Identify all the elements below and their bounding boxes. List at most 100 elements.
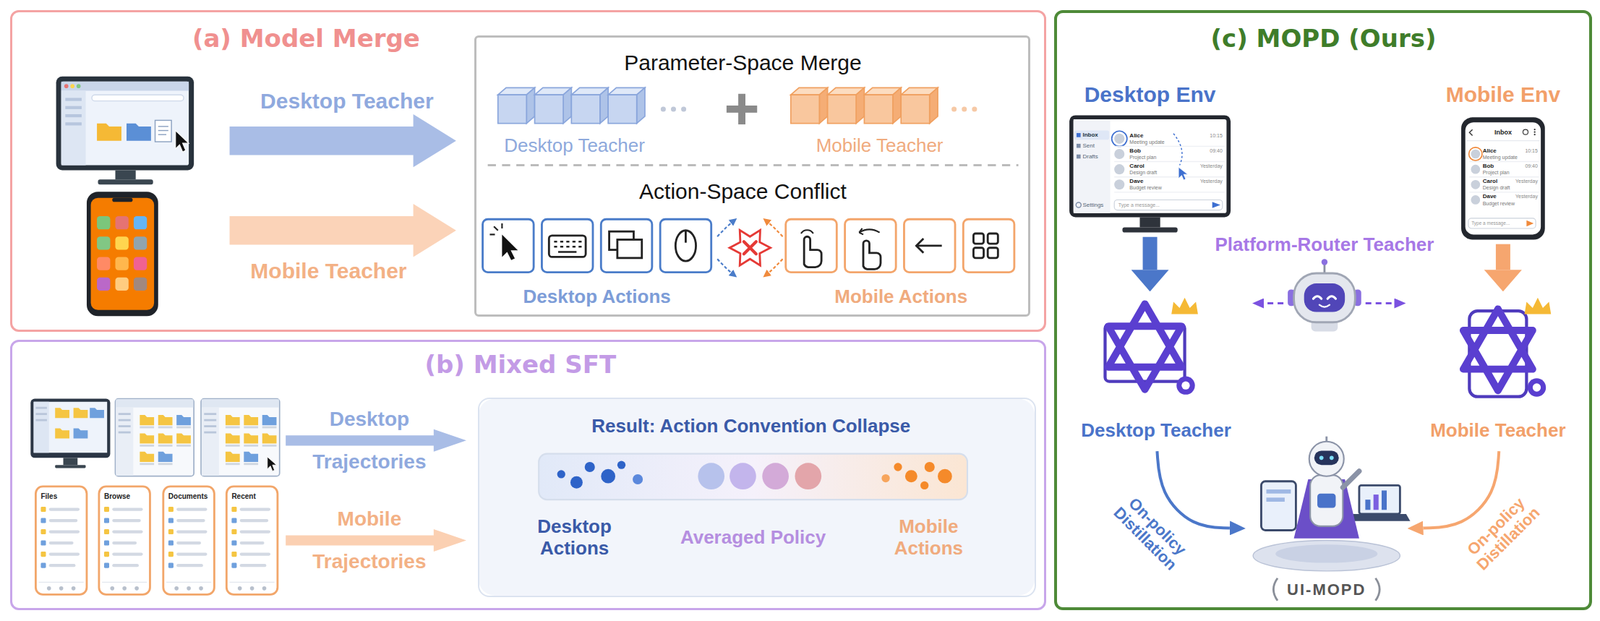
student-robot bbox=[1310, 475, 1343, 527]
figure-label: Desktop Actions bbox=[523, 286, 671, 308]
desktop-monitor-icon bbox=[64, 83, 69, 89]
student-robot bbox=[1265, 497, 1285, 502]
parameter-cubes bbox=[535, 94, 564, 123]
desktop-monitor-icon bbox=[158, 133, 167, 135]
mobile-phone-icon bbox=[114, 256, 128, 270]
mobile-screenshots bbox=[163, 486, 215, 596]
desktop-env-monitor bbox=[1111, 130, 1128, 147]
desktop-screenshots bbox=[30, 399, 280, 477]
desktop-screenshots bbox=[63, 457, 79, 465]
mobile-phone-icon bbox=[133, 236, 147, 250]
desktop-monitor-icon bbox=[91, 94, 184, 101]
mobile-action-icons bbox=[863, 240, 881, 269]
arrow-label: Desktop Trajectories bbox=[286, 398, 453, 484]
result-label: Desktop Actions bbox=[520, 516, 630, 560]
mobile-action-icons bbox=[801, 229, 814, 234]
screen-title: Documents bbox=[168, 493, 208, 502]
screen-text: Settings bbox=[1082, 201, 1104, 209]
mobile-env-phone bbox=[1534, 133, 1536, 136]
mobile-env-phone bbox=[1469, 161, 1539, 162]
mobile-action-icons bbox=[916, 238, 924, 254]
mobile-action-icons bbox=[973, 247, 984, 259]
mobile-action-icons bbox=[785, 219, 838, 272]
mobile-phone-icon bbox=[114, 216, 128, 230]
edge-label: On-policy Distillation bbox=[1095, 477, 1207, 589]
panel-title: (a) Model Merge bbox=[192, 24, 421, 53]
conflict-burst bbox=[717, 219, 736, 237]
router-robot bbox=[1321, 258, 1328, 265]
student-robot bbox=[1275, 544, 1378, 563]
screen-text: Project plan bbox=[1129, 154, 1157, 161]
conflict-burst bbox=[743, 241, 757, 254]
student-robot bbox=[1260, 481, 1296, 531]
flow-arrow bbox=[1495, 244, 1511, 271]
teacher-model: Mobile Teacher bbox=[1409, 295, 1588, 447]
screen-title: Files bbox=[40, 493, 58, 502]
parameter-cubes bbox=[827, 94, 857, 123]
flow-arrow bbox=[1156, 451, 1230, 528]
screen-text: Type a message... bbox=[1471, 220, 1510, 226]
policy-bar bbox=[632, 474, 643, 485]
conflict-burst bbox=[764, 219, 783, 237]
desktop-action-icons bbox=[548, 235, 586, 258]
desktop-monitor-icon bbox=[114, 170, 136, 181]
desktop-monitor-icon bbox=[70, 83, 75, 89]
student-robot bbox=[1317, 493, 1336, 509]
desktop-screenshots bbox=[73, 407, 89, 418]
parameter-cubes bbox=[571, 94, 601, 123]
parameter-cubes bbox=[971, 106, 977, 112]
mobile-screenshots bbox=[99, 486, 151, 596]
screen-text: Carol bbox=[1482, 178, 1498, 186]
parameter-cubes bbox=[900, 94, 930, 123]
mobile-phone-icon bbox=[86, 191, 159, 316]
mobile-phone-icon bbox=[86, 191, 159, 316]
parameter-cubes bbox=[856, 87, 864, 123]
desktop-monitor-icon bbox=[65, 106, 82, 110]
desktop-screenshots bbox=[30, 399, 110, 459]
mobile-env-phone bbox=[1534, 128, 1536, 131]
screen-text: Yesterday bbox=[1200, 163, 1223, 170]
screen-text: Project plan bbox=[1482, 169, 1510, 176]
desktop-env-monitor bbox=[1114, 191, 1225, 193]
policy-bar bbox=[905, 469, 918, 483]
mobile-teacher-logo bbox=[1524, 297, 1552, 315]
screen-text: 09:40 bbox=[1524, 163, 1538, 170]
desktop-env-monitor bbox=[1076, 143, 1081, 149]
edge-label: On-policy Distillation bbox=[1446, 477, 1558, 589]
desktop-env-monitor bbox=[1069, 114, 1231, 217]
conflict-burst bbox=[764, 258, 783, 277]
student-robot bbox=[1381, 490, 1387, 510]
desktop-action-icons bbox=[660, 219, 712, 272]
mobile-env-phone bbox=[1465, 122, 1541, 235]
desktop-env-monitor bbox=[1076, 133, 1081, 138]
mobile-env-phone bbox=[1468, 218, 1536, 229]
mobile-env-phone bbox=[1470, 180, 1480, 190]
desktop-teacher-logo bbox=[1171, 297, 1199, 315]
mobile-phone-icon bbox=[91, 198, 155, 311]
parameter-cubes bbox=[660, 106, 666, 112]
conflict-burst bbox=[717, 219, 783, 277]
desktop-action-icons bbox=[541, 219, 593, 272]
screen-text: Design draft bbox=[1129, 169, 1157, 176]
mobile-phone-icon bbox=[114, 277, 128, 291]
mobile-teacher-logo bbox=[1463, 297, 1551, 397]
figure-label: Mobile Teacher bbox=[816, 135, 944, 157]
desktop-env-monitor bbox=[1114, 199, 1223, 210]
node-label: Platform-Router Teacher bbox=[1214, 234, 1434, 256]
mobile-action-icons bbox=[858, 229, 880, 233]
screen-text: Inbox bbox=[1494, 128, 1512, 136]
policy-bar bbox=[920, 481, 929, 490]
desktop-screenshots bbox=[200, 399, 280, 477]
mobile-env-phone bbox=[1470, 195, 1480, 205]
screen-title: Browse bbox=[104, 493, 131, 502]
screen-title: Recent bbox=[231, 493, 256, 502]
student-robot bbox=[1273, 578, 1380, 601]
desktop-monitor-icon bbox=[97, 179, 153, 185]
screen-text: Budget review bbox=[1482, 200, 1515, 207]
mobile-env-phone bbox=[1469, 147, 1483, 161]
arrow-label: Mobile Trajectories bbox=[286, 498, 453, 584]
mobile-teacher-logo bbox=[1532, 383, 1541, 392]
router-robot bbox=[1312, 296, 1336, 300]
parameter-cubes bbox=[526, 87, 535, 123]
trajectory-arrow bbox=[285, 429, 467, 452]
